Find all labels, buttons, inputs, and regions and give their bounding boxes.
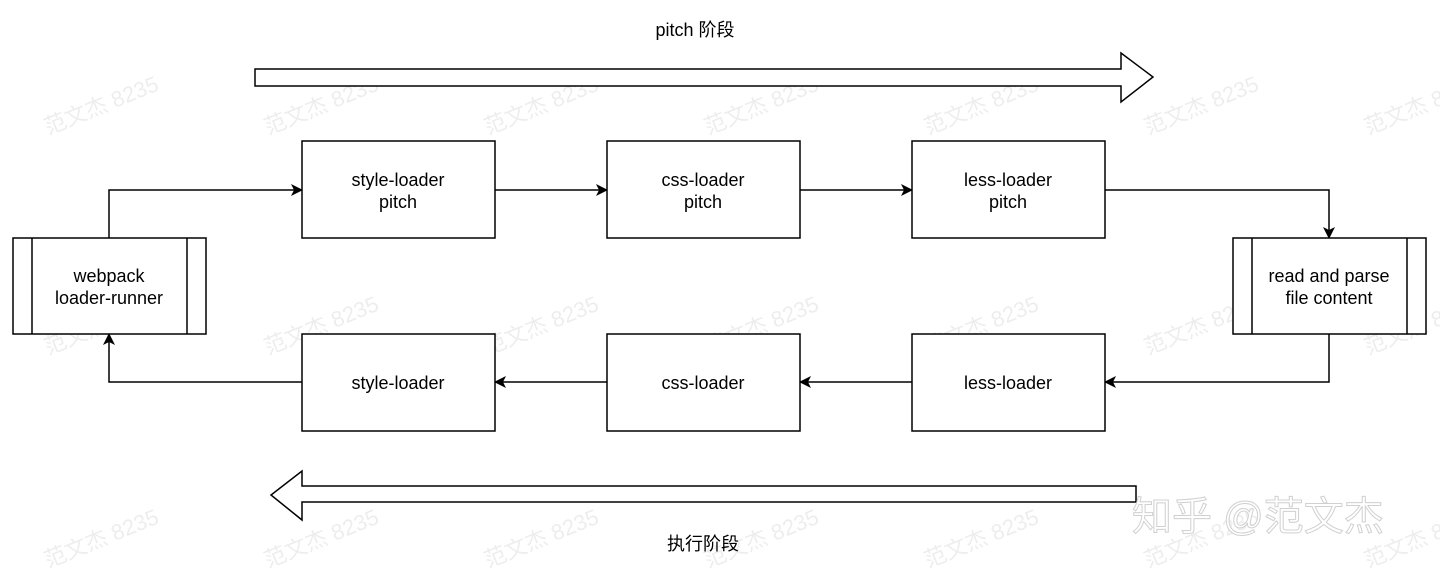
execute-direction-arrow	[269, 469, 1137, 522]
node-label: read and parse	[1268, 266, 1389, 286]
pitch-phase-label: pitch 阶段	[655, 20, 734, 40]
pitch-direction-arrow	[254, 51, 1155, 104]
watermark-text: 范文杰 8235	[1141, 71, 1263, 140]
node-less-loader-pitch: less-loader pitch	[911, 140, 1106, 239]
watermark-text: 范文杰 8235	[481, 291, 603, 360]
connector-style-to-runner	[103, 333, 302, 383]
node-label: pitch	[684, 192, 722, 212]
watermark-text: 范文杰 8235	[41, 504, 163, 573]
node-label: file content	[1285, 288, 1372, 308]
connector-runner-to-style-pitch	[108, 184, 303, 238]
node-label: pitch	[379, 192, 417, 212]
watermark-text: 范文杰 8235	[261, 504, 383, 573]
connectors	[103, 184, 1335, 388]
node-label: css-loader	[661, 170, 744, 190]
watermark-text: 范文杰 8235	[481, 504, 603, 573]
node-style-loader-pitch: style-loader pitch	[301, 140, 496, 239]
connector-less-pitch-to-read	[1105, 189, 1335, 239]
node-label: pitch	[989, 192, 1027, 212]
node-webpack-loader-runner: webpack loader-runner	[12, 237, 207, 335]
node-label: style-loader	[351, 170, 444, 190]
connector-read-to-less	[1104, 334, 1330, 388]
node-style-loader: style-loader	[301, 333, 496, 432]
node-label: style-loader	[351, 373, 444, 393]
node-label: less-loader	[964, 170, 1052, 190]
node-read-and-parse: read and parse file content	[1232, 237, 1427, 335]
node-less-loader: less-loader	[911, 333, 1106, 432]
watermark-text: 范文杰 8235	[1361, 71, 1440, 140]
brand-watermark: 知乎 @范文杰	[1132, 495, 1384, 539]
execute-phase-label: 执行阶段	[667, 534, 739, 554]
watermark-text: 范文杰 8235	[921, 504, 1043, 573]
watermark-text: 范文杰 8235	[41, 71, 163, 140]
node-css-loader-pitch: css-loader pitch	[606, 140, 801, 239]
node-label: less-loader	[964, 373, 1052, 393]
node-css-loader: css-loader	[606, 333, 801, 432]
node-label: css-loader	[661, 373, 744, 393]
node-label: webpack	[72, 266, 145, 286]
node-label: loader-runner	[55, 288, 163, 308]
